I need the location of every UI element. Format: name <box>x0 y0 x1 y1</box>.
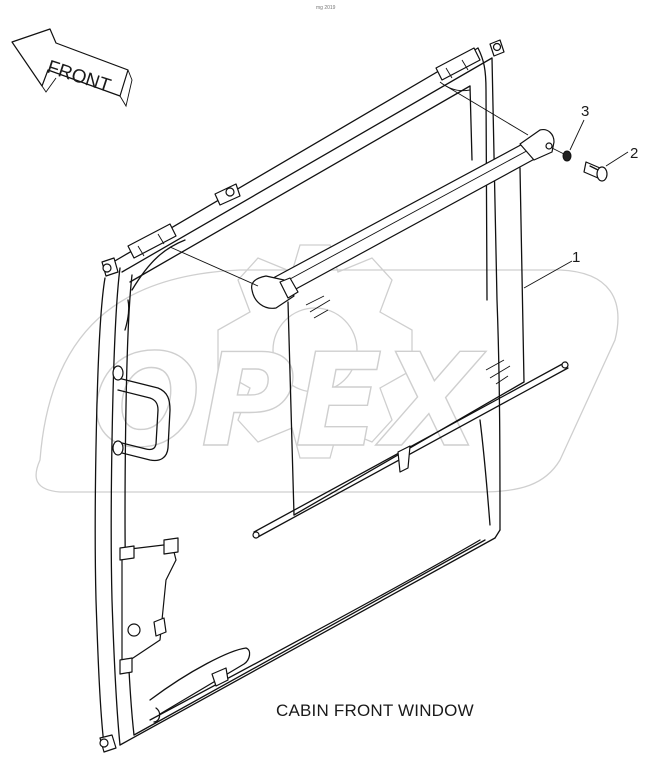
watermark-gear-hub <box>272 307 358 393</box>
callout-1: 1 <box>572 249 580 266</box>
watermark-swoosh <box>35 269 619 493</box>
leader-lines <box>169 85 567 287</box>
upper-brackets <box>127 47 481 259</box>
front-arrow: FRONT <box>11 28 133 108</box>
callout-2: 2 <box>630 145 638 162</box>
watermark-gear-icon <box>217 244 413 459</box>
lower-handle <box>149 647 251 723</box>
grab-handle <box>112 365 171 462</box>
callout-1-leader <box>523 260 573 289</box>
front-arrow-icon <box>11 28 129 97</box>
cabin-frame <box>94 39 505 753</box>
hardware <box>562 150 608 182</box>
washer-icon <box>562 150 572 162</box>
roller-blind <box>251 129 569 539</box>
watermark: OPEX <box>35 244 619 493</box>
latch-plate <box>119 537 179 675</box>
diagram-caption: CABIN FRONT WINDOW <box>276 701 474 720</box>
corner-mark: mg 2019 <box>316 5 336 11</box>
callout-3: 3 <box>581 103 589 120</box>
callout-3-leader <box>569 119 585 151</box>
callout-2-leader <box>605 151 629 167</box>
